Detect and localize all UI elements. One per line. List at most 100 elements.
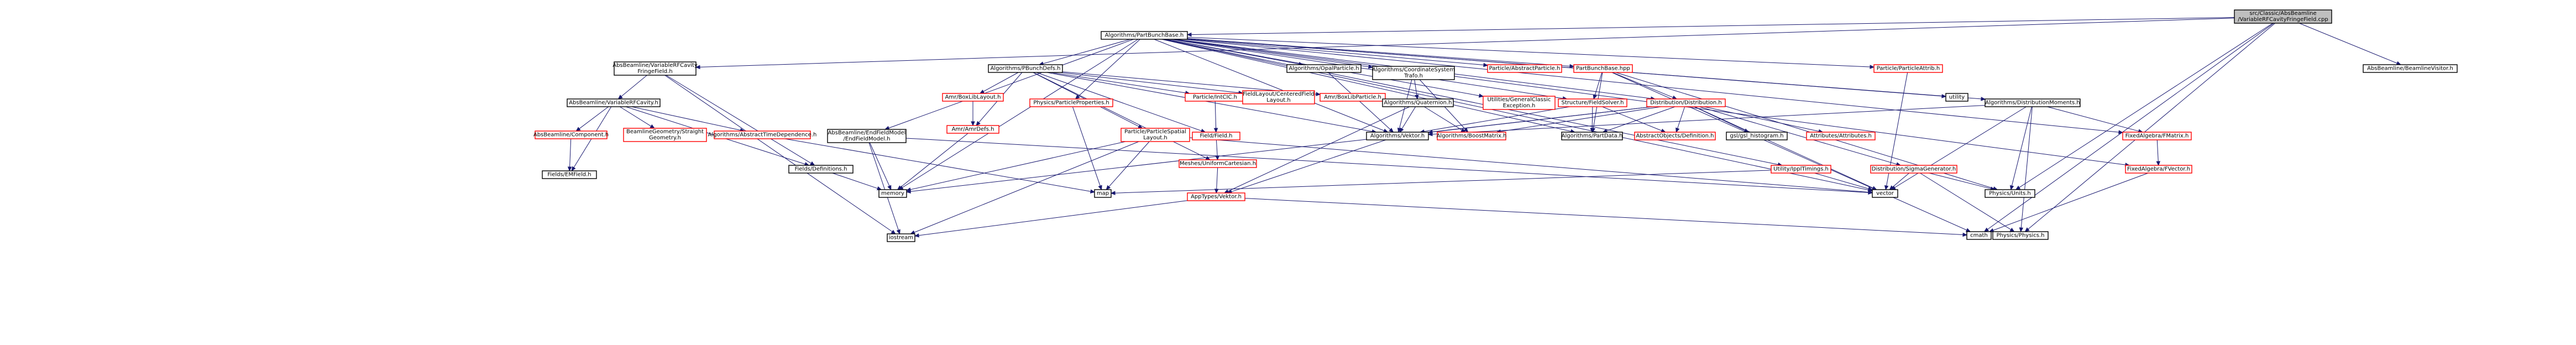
node-label: memory [881,191,904,197]
edge-line [1162,39,1869,191]
node-partbunchbase-h[interactable]: Algorithms/PartBunchBase.h [1101,31,1188,40]
node-particleattrib-h[interactable]: Particle/ParticleAttrib.h [1873,64,1943,73]
node-opalparticle-h[interactable]: Algorithms/OpalParticle.h [1286,64,1362,73]
node-gslhist-h[interactable]: gsl/gsl_histogram.h [1726,132,1788,140]
edge-line [1993,172,2149,231]
edge-meshes_h-to-apptypes_h [1214,167,1219,194]
edge-partbunchbase_h-to-physprops_h [1075,39,1140,100]
node-map[interactable]: map [1094,189,1112,198]
node-iostream[interactable]: iostream [887,233,915,242]
node-beamlinevisitor-h[interactable]: AbsBeamline/BeamlineVisitor.h [2363,64,2458,73]
node-amrdefs-h[interactable]: Amr/AmrDefs.h [946,125,999,134]
edge-line [1920,172,2012,230]
node-physphysics-h[interactable]: Physics/Physics.h [1992,231,2049,240]
edge-particlespatial_h-to-map [1106,141,1150,190]
node-root: src/Classic/AbsBeamline/VariableRFCavity… [2234,9,2332,24]
edge-vrfc_h-to-component_h [575,106,609,132]
edge-arrowhead [1962,232,1968,237]
node-amrboxlibparticle-h[interactable]: Amr/BoxLibParticle.h [1320,93,1386,102]
node-label: Distribution/Distribution.h [1650,100,1722,106]
node-endfieldmodel-h[interactable]: AbsBeamline/EndFieldModel/EndFieldModel.… [827,129,907,143]
node-memory[interactable]: memory [878,189,907,198]
node-abstractobjects-h[interactable]: AbstractObjects/Definition.h [1634,132,1716,140]
edge-arrowhead [1988,228,1994,232]
edge-arrowhead [1870,65,1875,69]
edge-line [1108,141,1150,187]
edge-component_h-to-emfield_h [567,138,572,172]
edge-arrowhead [1463,127,1469,133]
node-meshes-h[interactable]: Meshes/UniformCartesian.h [1179,159,1257,168]
edge-line [2047,106,2139,132]
edge-arrowhead [1316,92,1321,96]
node-ippltimings-h[interactable]: Utility/IpplTimings.h [1771,165,1831,174]
node-label: Trafo.h [1404,73,1423,79]
edge-line [983,72,1019,92]
node-fvector-h[interactable]: FixedAlgebra/FVector.h [2125,165,2192,174]
edge-arrowhead [567,166,572,172]
node-abstimedep-h[interactable]: Algorithms/AbstractTimeDependence.h [708,130,817,139]
node-box [1286,64,1362,73]
edge-line [1163,39,1778,165]
edge-partbunchbase_h-to-memory [898,39,1139,190]
node-vektor-h[interactable]: Algorithms/Vektor.h [1366,132,1429,140]
edge-arrowhead [1090,189,1096,194]
node-label: Geometry.h [649,135,681,141]
node-label: Algorithms/PartData.h [1562,133,1623,139]
node-fieldfield-h[interactable]: Field/Field.h [1192,132,1240,140]
edge-distmoments_h-to-fmatrix_h [2047,106,2144,133]
edge-arrowhead [1590,128,1594,133]
node-attributes-h[interactable]: Attributes/Attributes.h [1806,132,1876,140]
node-apptypes-h[interactable]: AppTypes/Vektor.h [1187,192,1245,201]
node-label: Layout.h [1266,97,1291,103]
node-distribution-h[interactable]: Distribution/Distribution.h [1646,98,1726,107]
node-label: AbsBeamline/BeamlineVisitor.h [2367,66,2453,72]
node-label: Amr/AmrDefs.h [952,127,994,133]
edge-line [1187,38,1570,67]
node-box [1242,90,1315,104]
node-vrfcff-h[interactable]: AbsBeamline/VariableRFCavityFringeField.… [612,61,698,76]
edge-arrowhead [1981,97,1986,101]
node-sigmagen-h[interactable]: Distribution/SigmaGenerator.h [1870,165,1957,174]
node-cmath[interactable]: cmath [1966,231,1992,240]
edge-line [1401,106,1416,129]
node-box [1094,189,1112,198]
edge-vrfcff_h-to-fielddefs_h [666,75,815,166]
edge-sigmagen_h-to-physphysics_h [1920,172,2015,232]
node-label: FringeField.h [637,69,672,75]
node-vrfc-h[interactable]: AbsBeamline/VariableRFCavity.h [567,98,661,107]
node-label: AbsBeamline/EndFieldModel [828,130,906,136]
edge-partbunchbase_h-to-partbunchbase_hpp [1187,38,1575,69]
node-quaternion-h[interactable]: Algorithms/Quaternion.h [1382,98,1454,107]
edge-line [1078,39,1140,97]
edge-line [1187,39,1484,65]
edge-arrowhead [2024,227,2030,232]
node-component-h[interactable]: AbsBeamline/Component.h [533,130,609,139]
node-boostmatrix-h[interactable]: Algorithms/BoostMatrix.h [1437,132,1507,140]
node-physprops-h[interactable]: Physics/ParticleProperties.h [1029,98,1113,107]
edge-partbunchbase_hpp-to-cmath [1611,72,1971,232]
node-amrboxlib-h[interactable]: Amr/BoxLibLayout.h [942,93,1004,102]
edge-line [1214,101,1217,129]
node-partdata-h[interactable]: Algorithms/PartData.h [1561,132,1623,140]
node-utility[interactable]: utility [1945,93,1968,102]
node-fieldsolver-h[interactable]: Structure/FieldSolver.h [1558,98,1627,107]
node-particleabstract-h[interactable]: Particle/AbstractParticle.h [1487,64,1562,73]
node-vector[interactable]: vector [1872,189,1898,198]
node-box [1179,159,1257,168]
node-partbunchbase-hpp[interactable]: PartBunchBase.hpp [1573,64,1633,73]
node-fielddefs-h[interactable]: Fields/Definitions.h [788,165,854,174]
node-box [2363,64,2458,73]
node-pbunchdefs-h[interactable]: Algorithms/PBunchDefs.h [988,64,1063,73]
node-physunits-h[interactable]: Physics/Units.h [1985,189,2035,198]
node-emfield-h[interactable]: Fields/EMField.h [542,170,597,179]
node-label: Algorithms/CoordinateSystem [1372,67,1455,73]
edge-line [1612,72,1673,98]
node-particleintcic-h[interactable]: Particle/IntCIC.h [1185,93,1245,102]
node-distmoments-h[interactable]: Algorithms/DistributionMoments.h [1985,98,2081,107]
node-fmatrix-h[interactable]: FixedAlgebra/FMatrix.h [2122,132,2192,140]
